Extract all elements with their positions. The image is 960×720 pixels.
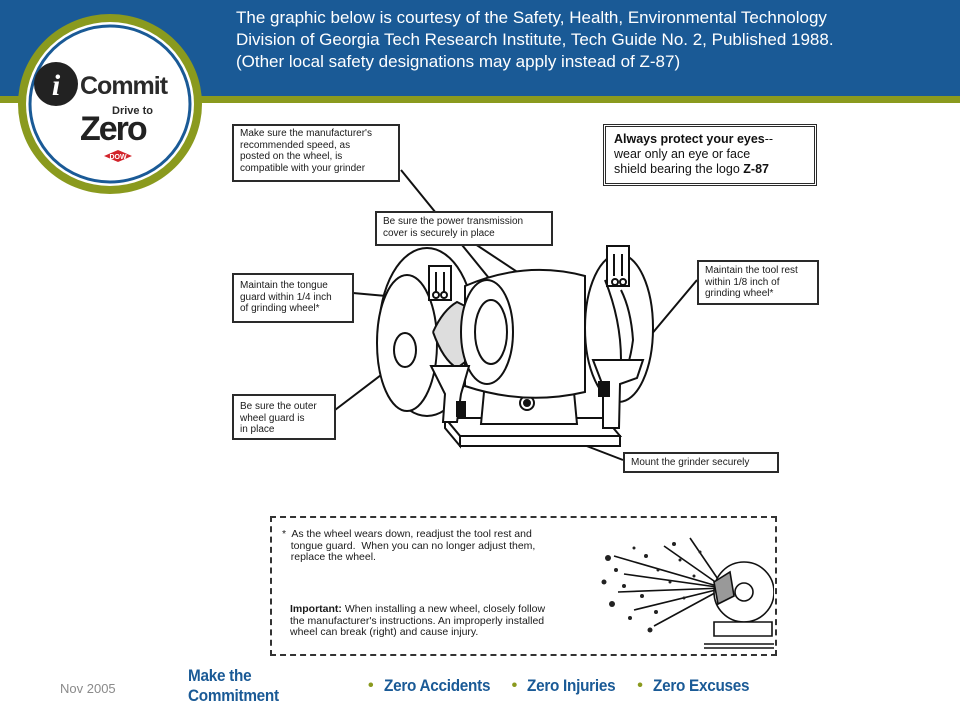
callout-tool-rest: Maintain the tool rest within 1/8 inch o…: [697, 260, 819, 305]
header-text: The graphic below is courtesy of the Saf…: [236, 7, 951, 73]
note-line-text: When installing a new wheel, closely fol…: [341, 603, 546, 615]
note-wear-text: * As the wheel wears down, readjust the …: [282, 528, 582, 564]
callout-line: Maintain the tool rest: [705, 265, 798, 276]
callout-line: within 1/8 inch of: [705, 276, 780, 288]
eye-box-bold: Always protect your eyes: [614, 132, 765, 146]
tagline-commitment: Make the Commitment: [188, 666, 279, 705]
callout-line: Be sure the outer: [240, 401, 317, 412]
callout-line: Be sure the power transmission: [383, 216, 524, 227]
note-line: tongue guard. When you can no longer adj…: [282, 539, 536, 552]
callout-line: wheel guard is: [240, 412, 305, 424]
tagline-separator: •: [368, 677, 374, 694]
callout-line: guard within 1/4 inch: [240, 291, 332, 303]
eye-box-line-3: shield bearing the logo Z-87: [614, 162, 806, 177]
footer-tagline: Make the Commitment • Zero Accidents • Z…: [188, 666, 761, 705]
eye-box-prefix: shield bearing the logo: [614, 162, 744, 176]
note-line: replace the wheel.: [282, 551, 376, 563]
callout-line: recommended speed, as: [240, 139, 351, 151]
callout-line: grinding wheel*: [705, 288, 774, 299]
tagline-zero-accidents: Zero Accidents: [383, 676, 490, 695]
footer-date: Nov 2005: [60, 681, 116, 696]
callout-line: Maintain the tongue: [240, 280, 328, 291]
important-label: Important:: [290, 603, 342, 615]
callout-line: posted on the wheel, is: [240, 151, 343, 162]
callout-line: of grinding wheel*: [240, 303, 320, 314]
tagline-zero-excuses: Zero Excuses: [652, 676, 750, 695]
svg-text:Commit: Commit: [80, 72, 169, 100]
callout-tongue-guard: Maintain the tongue guard within 1/4 inc…: [232, 273, 354, 323]
note-line: wheel can break (right) and cause injury…: [290, 626, 479, 638]
callout-line: compatible with your grinder: [240, 162, 366, 174]
header-line: Division of Georgia Tech Research Instit…: [236, 30, 834, 49]
tagline-zero-injuries: Zero Injuries: [527, 676, 616, 695]
callout-line: in place: [240, 424, 275, 435]
header-line: (Other local safety designations may app…: [236, 52, 681, 71]
svg-text:DOW: DOW: [109, 154, 127, 161]
eye-protection-box: Always protect your eyes-- wear only an …: [603, 124, 817, 186]
note-box: * As the wheel wears down, readjust the …: [270, 516, 777, 656]
svg-text:i: i: [52, 69, 61, 102]
eye-box-dashes: --: [764, 132, 774, 146]
callout-cover: Be sure the power transmission cover is …: [375, 211, 553, 246]
tagline-separator: •: [511, 677, 518, 694]
callout-line: Make sure the manufacturer's: [240, 128, 372, 139]
svg-text:Zero: Zero: [80, 110, 147, 148]
logo-badge-icon: i Commit Drive to Zero DOW: [18, 14, 202, 194]
note-line: Important: When installing a new wheel, …: [290, 603, 590, 616]
tagline-separator: •: [637, 677, 643, 694]
z87-logo-text: Z-87: [743, 162, 769, 176]
callout-speed: Make sure the manufacturer's recommended…: [232, 124, 400, 182]
broken-wheel-illustration: [601, 537, 774, 649]
icommit-logo: i Commit Drive to Zero DOW: [12, 8, 212, 198]
callout-line: cover is securely in place: [383, 227, 495, 239]
callout-line: Mount the grinder securely: [631, 457, 750, 468]
note-line: the manufacturer's instructions. An impr…: [290, 614, 545, 627]
header-line: The graphic below is courtesy of the Saf…: [236, 8, 827, 27]
eye-box-line-2: wear only an eye or face: [614, 147, 751, 161]
bench-grinder-illustration: [334, 169, 698, 461]
note-line: * As the wheel wears down, readjust the …: [282, 528, 532, 540]
note-important-text: Important: When installing a new wheel, …: [290, 603, 590, 639]
eye-box-line-1: Always protect your eyes--: [614, 132, 806, 147]
header-rule: [0, 96, 960, 103]
callout-mount: Mount the grinder securely: [623, 452, 779, 473]
svg-text:Drive to: Drive to: [112, 105, 153, 117]
callout-outer-guard: Be sure the outer wheel guard is in plac…: [232, 394, 336, 440]
